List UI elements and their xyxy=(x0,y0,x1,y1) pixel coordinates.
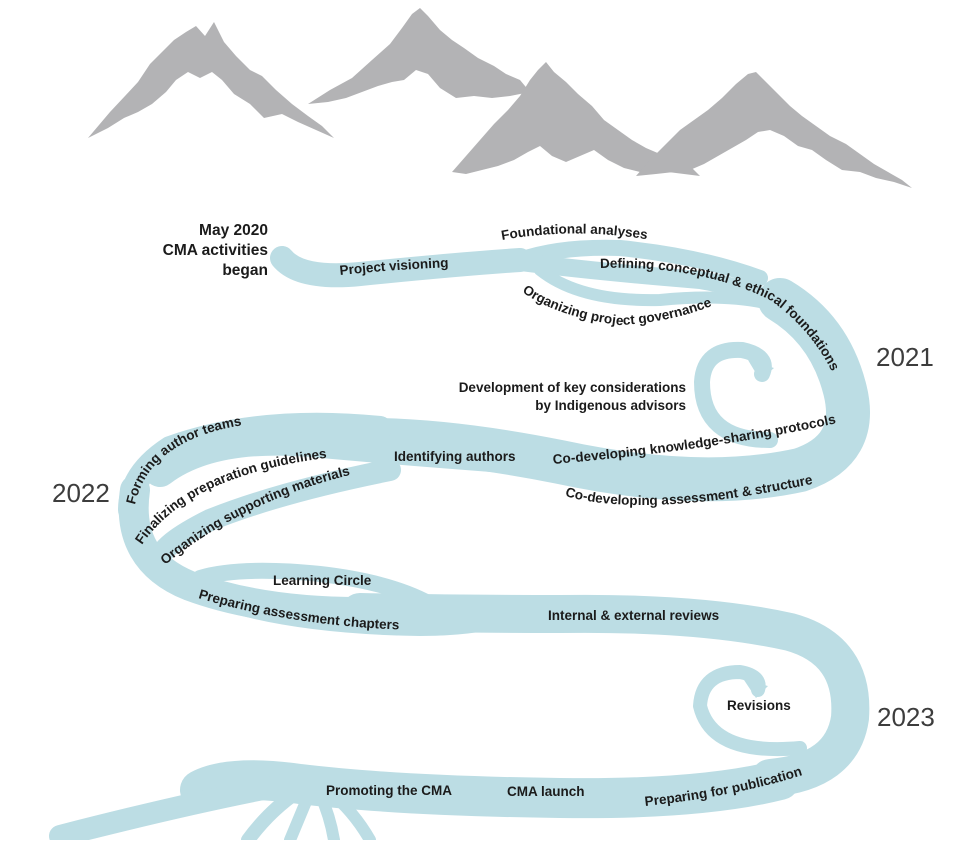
step-foundational-analyses: Foundational analyses xyxy=(500,221,649,242)
river-delta-1 xyxy=(49,771,311,845)
step-organizing-governance: Organizing project governance xyxy=(520,282,714,328)
step-key-considerations-line-1: Development of key considerations xyxy=(459,380,686,395)
step-learning-circle: Learning Circle xyxy=(273,573,372,588)
river-delta-5 xyxy=(324,786,376,845)
river-branch-learning-circle xyxy=(192,562,438,612)
mountain-peak-left xyxy=(88,22,334,138)
river-reach-reviews xyxy=(341,593,870,797)
river-delta-4 xyxy=(314,788,340,845)
year-2021: 2021 xyxy=(876,342,934,372)
river-segment-start xyxy=(270,246,532,288)
river-swirl-2021 xyxy=(694,341,778,448)
step-promoting-cma: Promoting the CMA xyxy=(326,783,452,798)
river-branch-foundational xyxy=(512,239,768,286)
step-cma-launch: CMA launch xyxy=(507,784,585,799)
intro-line-3: began xyxy=(222,262,268,279)
swirl-arrowhead-2023 xyxy=(744,680,768,698)
intro-label: May 2020 CMA activities began xyxy=(163,222,268,279)
year-2022: 2022 xyxy=(52,478,110,508)
river-branch-governance xyxy=(534,264,796,316)
mountain-range xyxy=(88,8,912,188)
step-revisions: Revisions xyxy=(727,698,791,713)
mountain-peak-right-center xyxy=(452,62,700,176)
river-swirl-2023 xyxy=(693,665,807,757)
step-identifying-authors: Identifying authors xyxy=(394,449,516,464)
mountain-peak-right xyxy=(636,72,912,188)
river-delta-3 xyxy=(284,786,316,845)
swirl-arrowhead-2021 xyxy=(748,360,774,380)
step-key-considerations-line-2: by Indigenous advisors xyxy=(535,398,686,413)
intro-line-1: May 2020 xyxy=(199,222,268,239)
river-branch-organizing xyxy=(149,459,401,571)
step-internal-external-reviews: Internal & external reviews xyxy=(548,608,719,623)
intro-line-2: CMA activities xyxy=(163,242,268,259)
mountain-peak-center xyxy=(308,8,530,104)
river-delta-2 xyxy=(241,783,307,845)
year-2023: 2023 xyxy=(877,702,935,732)
river xyxy=(49,239,870,845)
